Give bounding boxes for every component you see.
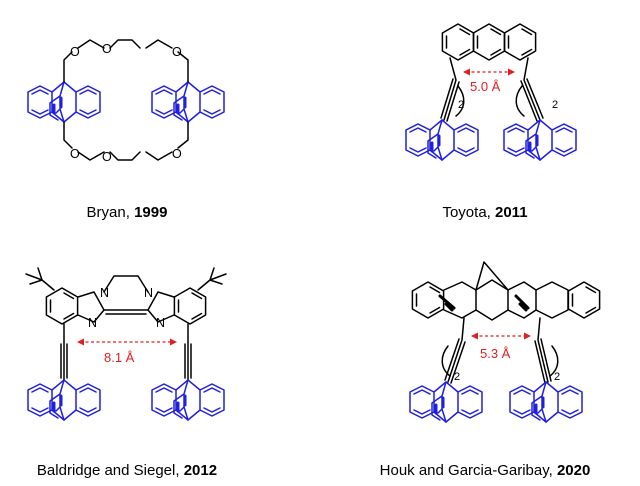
arrow-tip bbox=[524, 332, 531, 340]
oxygen-atom: O bbox=[172, 147, 182, 161]
distance-label: 5.0 Å bbox=[470, 79, 501, 94]
caption-toyota: Toyota, 2011 bbox=[442, 204, 527, 221]
houk-garcia-garibay-structure: 2 2 5.3 Å bbox=[408, 261, 601, 424]
triptycene-rotor-right bbox=[150, 378, 226, 422]
repeat-subscript: 2 bbox=[454, 371, 460, 383]
baldridge-siegel-structure: N N N N 8.1 Å bbox=[25, 267, 227, 422]
alkyne-arm-right bbox=[520, 57, 544, 122]
triptycene-left bbox=[26, 80, 102, 124]
bryan-structure: O O O O O O bbox=[26, 39, 226, 164]
repeat-bracket-left bbox=[455, 85, 465, 117]
pentiptycene-stator bbox=[411, 261, 601, 321]
alkyne-arm-right bbox=[184, 323, 192, 381]
oxygen-atom: O bbox=[102, 150, 112, 164]
oxygen-atom: O bbox=[70, 147, 80, 161]
repeat-subscript: 2 bbox=[458, 99, 464, 111]
caption-author: Baldridge and Siegel, bbox=[36, 462, 184, 479]
crown-bridge-bottom bbox=[63, 121, 189, 161]
caption-year: 2012 bbox=[183, 462, 218, 479]
nitrogen-atom: N bbox=[156, 316, 165, 330]
caption-author: Houk and Garcia-Garibay, bbox=[379, 462, 557, 479]
distance-label: 5.3 Å bbox=[480, 346, 511, 361]
arrow-tip bbox=[170, 338, 177, 346]
arrow-tip bbox=[463, 68, 470, 76]
caption-year: 2011 bbox=[494, 204, 528, 221]
caption-baldridge-siegel: Baldridge and Siegel, 2012 bbox=[37, 462, 217, 479]
nitrogen-atom: N bbox=[100, 286, 109, 300]
repeat-subscript: 2 bbox=[552, 99, 558, 111]
triptycene-rotor-right bbox=[508, 380, 584, 424]
toyota-structure: 2 2 5.0 Å bbox=[404, 23, 578, 162]
repeat-subscript: 2 bbox=[554, 371, 560, 383]
distance-label: 8.1 Å bbox=[104, 350, 135, 365]
benzimidazole-stator bbox=[25, 267, 227, 325]
oxygen-atom: O bbox=[102, 42, 112, 56]
triptycene-rotor-left bbox=[404, 118, 480, 162]
repeat-bracket-left bbox=[441, 345, 451, 377]
anthracene-stator bbox=[441, 23, 537, 61]
crown-bridge-top bbox=[63, 39, 189, 83]
arrow-tip bbox=[471, 332, 478, 340]
nitrogen-atom: N bbox=[88, 316, 97, 330]
alkyne-arm-left bbox=[440, 57, 460, 122]
caption-author: Bryan, bbox=[86, 204, 135, 221]
repeat-bracket-right bbox=[515, 85, 525, 117]
oxygen-atom: O bbox=[70, 45, 80, 59]
arrow-tip bbox=[77, 338, 84, 346]
caption-bryan: Bryan, 1999 bbox=[87, 204, 168, 221]
alkyne-arm-right bbox=[534, 317, 552, 384]
repeat-bracket-right bbox=[549, 345, 559, 377]
triptycene-rotor-right bbox=[502, 118, 578, 162]
triptycene-right bbox=[150, 80, 226, 124]
triptycene-rotor-left bbox=[408, 380, 484, 424]
alkyne-arm-left bbox=[444, 317, 466, 384]
caption-author: Toyota, bbox=[442, 204, 495, 221]
caption-houk-garcia-garibay: Houk and Garcia-Garibay, 2020 bbox=[380, 462, 591, 479]
triptycene-rotor-left bbox=[26, 378, 102, 422]
caption-year: 2020 bbox=[556, 462, 591, 479]
caption-year: 1999 bbox=[134, 204, 168, 221]
alkyne-arm-left bbox=[60, 323, 68, 381]
arrow-tip bbox=[508, 68, 515, 76]
oxygen-atom: O bbox=[172, 45, 182, 59]
nitrogen-atom: N bbox=[144, 286, 153, 300]
